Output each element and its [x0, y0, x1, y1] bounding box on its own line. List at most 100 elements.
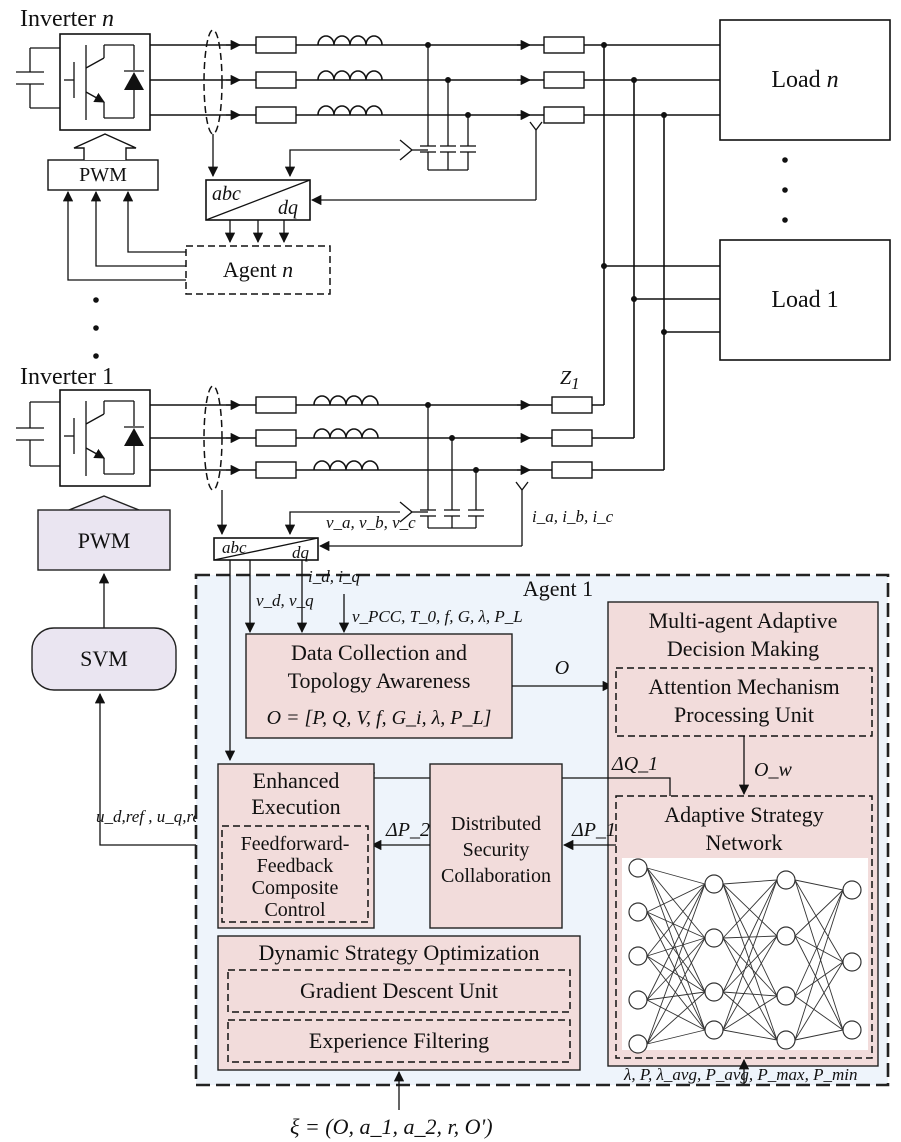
delta-q1-label: ΔQ_1 — [611, 753, 658, 775]
abc-label: abc — [222, 538, 247, 557]
network-connection — [646, 991, 706, 1045]
network-node — [776, 870, 796, 890]
feedforward-feedback-unit — [221, 825, 369, 923]
network-connection — [722, 883, 778, 1041]
network-connection — [722, 995, 778, 1031]
u-ref-label: u_d,ref , u_q,ref — [96, 807, 207, 826]
network-connection — [794, 995, 844, 1031]
attention-title-1: Attention Mechanism — [648, 674, 839, 699]
network-connection — [722, 883, 778, 937]
agent-1-title: Agent 1 — [523, 576, 593, 601]
neural-network-graph — [628, 858, 862, 1054]
network-connection — [722, 937, 778, 997]
agent-n-label: Agent n — [223, 257, 293, 282]
network-node — [628, 1034, 648, 1054]
network-node — [704, 928, 724, 948]
filter-capacitor-bank-icon — [399, 42, 476, 171]
experience-filtering-unit — [227, 1019, 571, 1063]
network-inputs-label: λ, P, λ_avg, P_avg, P_max, P_min — [623, 1065, 857, 1084]
multi-agent-title-1: Multi-agent Adaptive — [649, 608, 838, 633]
filter-inductor-icon — [317, 35, 383, 116]
dc-capacitor-icon — [16, 47, 60, 109]
igbt-icon — [64, 44, 144, 120]
network-connection — [722, 991, 778, 997]
filter-resistor-icon — [255, 461, 297, 479]
filter-capacitor-bank-icon — [399, 402, 484, 529]
filter-resistor-icon — [255, 106, 297, 124]
v-abc-label: v_a, v_b, v_c — [326, 513, 416, 532]
network-connection — [722, 935, 778, 1031]
network-connection — [794, 1029, 844, 1041]
o-arrow-label: O — [555, 657, 569, 679]
network-connection — [722, 879, 778, 885]
feedforward-title-3: Composite — [252, 877, 339, 899]
adaptive-title-2: Network — [706, 830, 783, 855]
pwm-block-n — [47, 159, 159, 191]
network-node — [842, 880, 862, 900]
delta-p2-label: ΔP_2 — [385, 819, 430, 841]
enhanced-title-2: Execution — [251, 794, 340, 819]
network-connection — [646, 937, 706, 1045]
pcc-inputs-label: v_PCC, T_0, f, G, λ, P_L — [352, 607, 523, 626]
data-collection-title-1: Data Collection and — [291, 640, 467, 665]
ellipsis-dot — [93, 325, 99, 331]
voltage-measurement-ellipse — [203, 29, 223, 135]
network-connection — [646, 883, 706, 957]
enhanced-title-1: Enhanced — [253, 768, 340, 793]
load-n-label: Load n — [771, 67, 838, 93]
feedforward-title-4: Control — [264, 899, 326, 921]
enhanced-execution-block — [217, 763, 375, 929]
network-connection — [794, 889, 844, 997]
line-impedance-z1-icon — [551, 396, 593, 414]
pwm-label-n: PWM — [79, 164, 127, 186]
attention-title-2: Processing Unit — [674, 702, 814, 727]
network-connection — [646, 955, 706, 993]
network-connection — [646, 911, 706, 1031]
network-node — [776, 1030, 796, 1050]
network-node — [776, 986, 796, 1006]
network-connection — [646, 911, 706, 993]
network-connection — [646, 867, 706, 885]
gradient-descent-unit — [227, 969, 571, 1013]
delta-p1-label: ΔP_1 — [571, 819, 616, 841]
network-node — [842, 1020, 862, 1040]
network-connection — [722, 879, 778, 1031]
current-sensor-icon — [318, 481, 529, 552]
agent-n-box — [185, 245, 331, 295]
network-connection — [794, 879, 844, 1031]
dq-label: dq — [292, 543, 310, 562]
network-connection — [722, 937, 778, 1041]
network-connection — [794, 935, 844, 963]
i-abc-label: i_a, i_b, i_c — [532, 507, 614, 526]
gradient-descent-label: Gradient Descent Unit — [300, 978, 498, 1003]
load-n-box — [719, 19, 891, 141]
network-connection — [722, 1029, 778, 1041]
data-collection-title-2: Topology Awareness — [288, 668, 471, 693]
network-connection — [646, 955, 706, 1031]
ow-arrow-label: O_w — [754, 759, 792, 781]
dc-capacitor-icon — [16, 401, 60, 467]
filter-resistor-icon — [255, 429, 297, 447]
network-connection — [646, 937, 706, 957]
network-connection — [646, 1029, 706, 1045]
network-connection — [794, 879, 844, 963]
line-resistor-icon — [551, 461, 593, 479]
observation-formula: O = [P, Q, V, f, G_i, λ, P_L] — [267, 707, 492, 729]
network-node — [704, 874, 724, 894]
voltage-measurement-ellipse — [203, 385, 223, 491]
network-node — [776, 926, 796, 946]
inverter-1-section: Inverter 1 — [16, 364, 664, 846]
xi-formula: ξ = (O, a_1, a_2, r, O') — [290, 1114, 493, 1139]
network-connection — [794, 935, 844, 1031]
filter-resistor-icon — [255, 36, 297, 54]
feedforward-title-2: Feedback — [257, 855, 334, 877]
network-connection — [646, 991, 706, 1001]
agent-1-panel: Agent 1 v_d, v_q i_d, i_q v_PCC, T_0, f,… — [194, 560, 890, 1139]
network-connection — [646, 999, 706, 1031]
ellipsis-dot — [93, 353, 99, 359]
load-1-box — [719, 239, 891, 361]
ellipsis-dot — [782, 187, 788, 193]
filter-inductor-icon — [313, 395, 379, 471]
network-node — [704, 1020, 724, 1040]
distributed-title-1: Distributed — [451, 813, 541, 835]
